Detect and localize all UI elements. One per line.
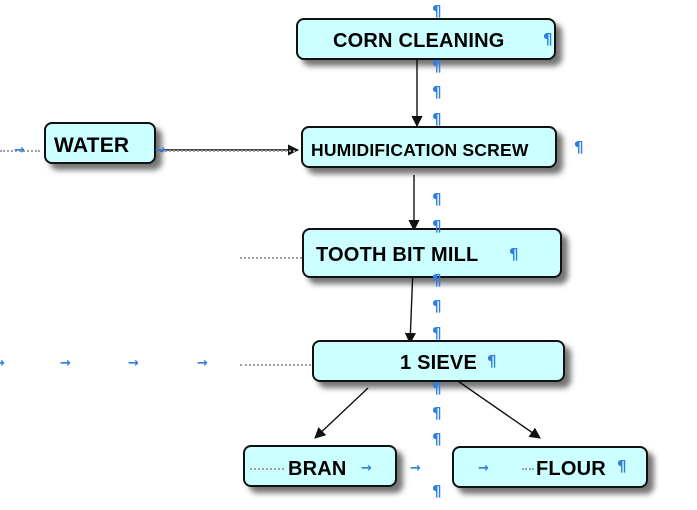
node-label: HUMIDIFICATION SCREW	[311, 140, 529, 160]
tab-leader	[160, 150, 295, 152]
pilcrow-mark: ¶	[574, 138, 584, 156]
pilcrow-mark: ¶	[432, 83, 442, 101]
node-label: 1 SIEVE	[400, 352, 477, 374]
tab-arrow-mark: →	[128, 356, 139, 371]
pilcrow-mark: ¶	[432, 57, 442, 75]
tab-arrow-mark: →	[197, 356, 208, 371]
pilcrow-mark: ¶	[432, 430, 442, 448]
tab-leader	[522, 468, 534, 470]
node-tooth-bit-mill[interactable]: TOOTH BIT MILL	[302, 228, 562, 278]
pilcrow-mark: ¶	[432, 324, 442, 342]
node-label: TOOTH BIT MILL	[316, 244, 479, 266]
tab-arrow-mark: →	[0, 357, 5, 370]
node-water[interactable]: WATER	[44, 122, 156, 164]
pilcrow-mark: ¶	[432, 404, 442, 422]
edge-sieve-to-bran	[314, 387, 369, 439]
tab-arrow-mark: →	[478, 461, 489, 476]
pilcrow-mark: ¶	[432, 2, 442, 20]
tab-arrow-mark: →	[60, 356, 71, 371]
pilcrow-mark: ¶	[543, 30, 553, 48]
pilcrow-mark: ¶	[432, 482, 442, 500]
tab-arrow-mark: →	[361, 461, 372, 476]
tab-arrow-mark: →	[410, 461, 421, 476]
edge-tooth-bit-mill-to-sieve	[404, 267, 416, 345]
node-label: CORN CLEANING	[333, 30, 505, 52]
node-corn-cleaning[interactable]: CORN CLEANING	[296, 18, 556, 60]
pilcrow-mark: ¶	[432, 271, 442, 289]
node-humidification-screw[interactable]: HUMIDIFICATION SCREW	[301, 126, 557, 168]
pilcrow-mark: ¶	[432, 297, 442, 315]
tab-arrow-mark: →	[14, 143, 25, 158]
node-label: BRAN	[288, 458, 347, 480]
tab-leader	[0, 150, 40, 152]
pilcrow-mark: ¶	[432, 379, 442, 397]
node-label: FLOUR	[536, 458, 606, 480]
tab-leader	[240, 257, 310, 259]
node-1-sieve[interactable]: 1 SIEVE	[312, 340, 565, 382]
tab-arrow-mark: →	[155, 143, 166, 158]
pilcrow-mark: ¶	[617, 457, 627, 475]
pilcrow-mark: ¶	[432, 110, 442, 128]
pilcrow-mark: ¶	[509, 245, 519, 263]
pilcrow-mark: ¶	[432, 190, 442, 208]
tab-leader	[250, 468, 284, 470]
node-flour[interactable]: FLOUR	[452, 446, 648, 488]
pilcrow-mark: ¶	[487, 352, 497, 370]
node-bran[interactable]: BRAN	[243, 445, 397, 487]
pilcrow-mark: ¶	[432, 217, 442, 235]
node-label: WATER	[54, 134, 130, 157]
edge-sieve-to-flour	[451, 376, 541, 439]
